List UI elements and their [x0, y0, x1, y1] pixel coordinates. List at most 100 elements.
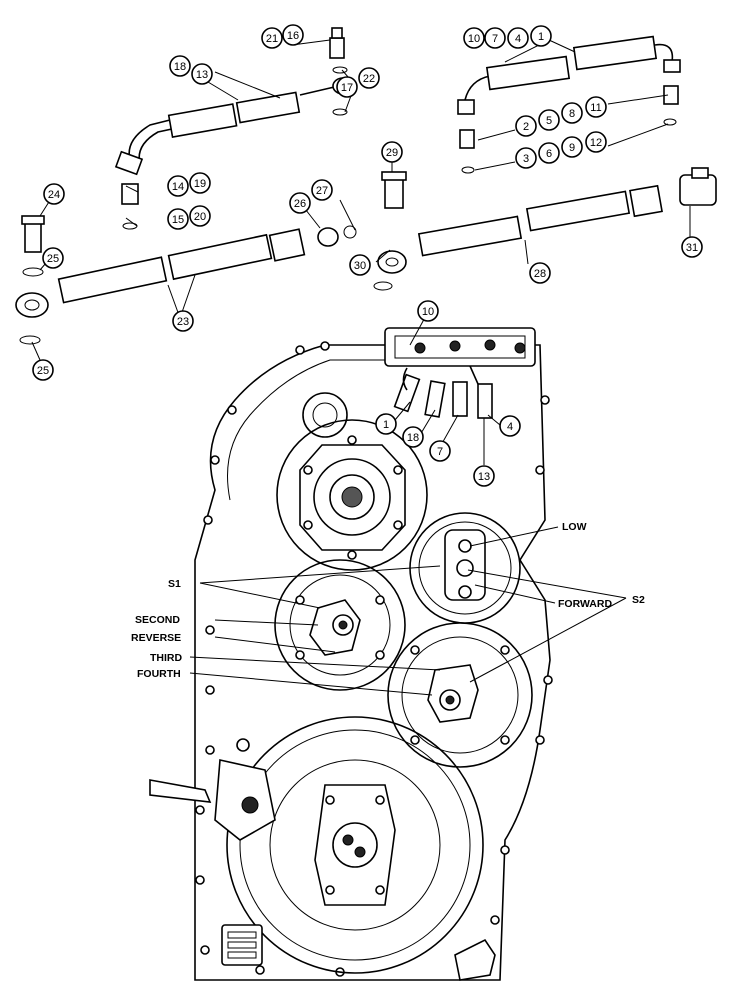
svg-text:10: 10 — [468, 33, 480, 45]
svg-text:25: 25 — [37, 365, 49, 377]
callout-11: 11 — [585, 96, 607, 118]
callout-23: 23 — [172, 310, 194, 332]
svg-text:18: 18 — [174, 61, 186, 73]
callout-5: 5 — [538, 109, 560, 131]
svg-text:7: 7 — [492, 33, 498, 45]
svg-text:6: 6 — [546, 148, 552, 160]
svg-text:1: 1 — [538, 31, 544, 43]
svg-text:4: 4 — [507, 421, 513, 433]
callout-19: 19 — [189, 172, 211, 194]
svg-text:11: 11 — [590, 102, 601, 114]
clutch-s2-lower — [387, 622, 533, 768]
callout-30: 30 — [349, 254, 371, 276]
label-low: LOW — [562, 521, 587, 533]
plug-26 — [317, 225, 357, 247]
svg-text:24: 24 — [48, 189, 60, 201]
callout-20: 20 — [189, 205, 211, 227]
label-forward: FORWARD — [558, 598, 612, 610]
hose-28 — [373, 184, 663, 291]
callout-13: 13 — [191, 63, 213, 85]
hose-18-13 — [114, 77, 354, 176]
fitting-29 — [381, 171, 407, 209]
svg-text:19: 19 — [194, 178, 206, 190]
callout-22: 22 — [358, 67, 380, 89]
svg-text:2: 2 — [523, 121, 529, 133]
svg-text:21: 21 — [266, 33, 278, 45]
svg-text:16: 16 — [287, 30, 299, 42]
svg-text:14: 14 — [172, 181, 184, 193]
callout-27: 27 — [311, 179, 333, 201]
callout-28: 28 — [529, 262, 551, 284]
valve-body — [384, 327, 536, 419]
fitting-31 — [679, 167, 717, 206]
callout-valve-4: 4 — [499, 415, 521, 437]
callout-7: 7 — [484, 27, 506, 49]
svg-text:10: 10 — [422, 306, 434, 318]
svg-text:13: 13 — [196, 69, 208, 81]
label-s2: S2 — [632, 594, 645, 606]
svg-text:1: 1 — [383, 419, 389, 431]
svg-text:8: 8 — [569, 108, 575, 120]
svg-text:4: 4 — [515, 33, 521, 45]
svg-text:3: 3 — [523, 153, 529, 165]
svg-text:9: 9 — [569, 142, 575, 154]
svg-text:27: 27 — [316, 185, 328, 197]
callout-12: 12 — [585, 131, 607, 153]
svg-text:30: 30 — [354, 260, 366, 272]
svg-text:7: 7 — [437, 446, 443, 458]
svg-text:22: 22 — [363, 73, 375, 85]
callout-29: 29 — [381, 141, 403, 163]
svg-text:20: 20 — [194, 211, 206, 223]
callout-25-top: 25 — [42, 247, 64, 269]
callout-16: 16 — [282, 24, 304, 46]
callout-4: 4 — [507, 27, 529, 49]
label-third: THIRD — [150, 652, 182, 664]
callout-18: 18 — [169, 55, 191, 77]
callout-10: 10 — [463, 27, 485, 49]
bottom-plates — [221, 924, 496, 981]
svg-text:13: 13 — [478, 471, 490, 483]
callout-1: 1 — [530, 25, 552, 47]
callout-valve-7: 7 — [429, 440, 451, 462]
callout-valve-13: 13 — [473, 465, 495, 487]
torque-converter — [226, 716, 484, 974]
callout-17: 17 — [336, 76, 358, 98]
hose-10-7-4-1 — [457, 35, 681, 115]
svg-text:29: 29 — [386, 147, 398, 159]
svg-text:26: 26 — [294, 198, 306, 210]
hose-23 — [15, 228, 306, 345]
callout-3: 3 — [515, 147, 537, 169]
fitting-24 — [21, 215, 45, 277]
callout-9: 9 — [561, 136, 583, 158]
clutch-s1 — [274, 559, 406, 691]
clutch-s2-upper — [409, 512, 521, 624]
callout-21: 21 — [261, 27, 283, 49]
svg-text:23: 23 — [177, 316, 189, 328]
label-fourth: FOURTH — [137, 668, 181, 680]
callout-6: 6 — [538, 142, 560, 164]
fitting-21-16 — [329, 27, 348, 116]
fitting-2-5-8-11 — [459, 85, 679, 174]
callout-valve-1: 1 — [375, 413, 397, 435]
svg-text:31: 31 — [686, 242, 698, 254]
svg-text:12: 12 — [590, 137, 602, 149]
lever-assembly — [149, 738, 276, 841]
callout-24: 24 — [43, 183, 65, 205]
callout-31: 31 — [681, 236, 703, 258]
callout-25-bottom: 25 — [32, 359, 54, 381]
callout-valve-18: 18 — [402, 426, 424, 448]
svg-text:25: 25 — [47, 253, 59, 265]
callout-2: 2 — [515, 115, 537, 137]
label-s1: S1 — [168, 578, 181, 590]
leader-lines — [31, 39, 691, 696]
svg-text:28: 28 — [534, 268, 546, 280]
upper-left-component — [302, 392, 348, 438]
callout-valve-10: 10 — [417, 300, 439, 322]
callout-15: 15 — [167, 208, 189, 230]
svg-text:17: 17 — [341, 82, 353, 94]
callout-14: 14 — [167, 175, 189, 197]
callout-8: 8 — [561, 102, 583, 124]
callout-26: 26 — [289, 192, 311, 214]
fitting-14-19 — [121, 183, 139, 230]
